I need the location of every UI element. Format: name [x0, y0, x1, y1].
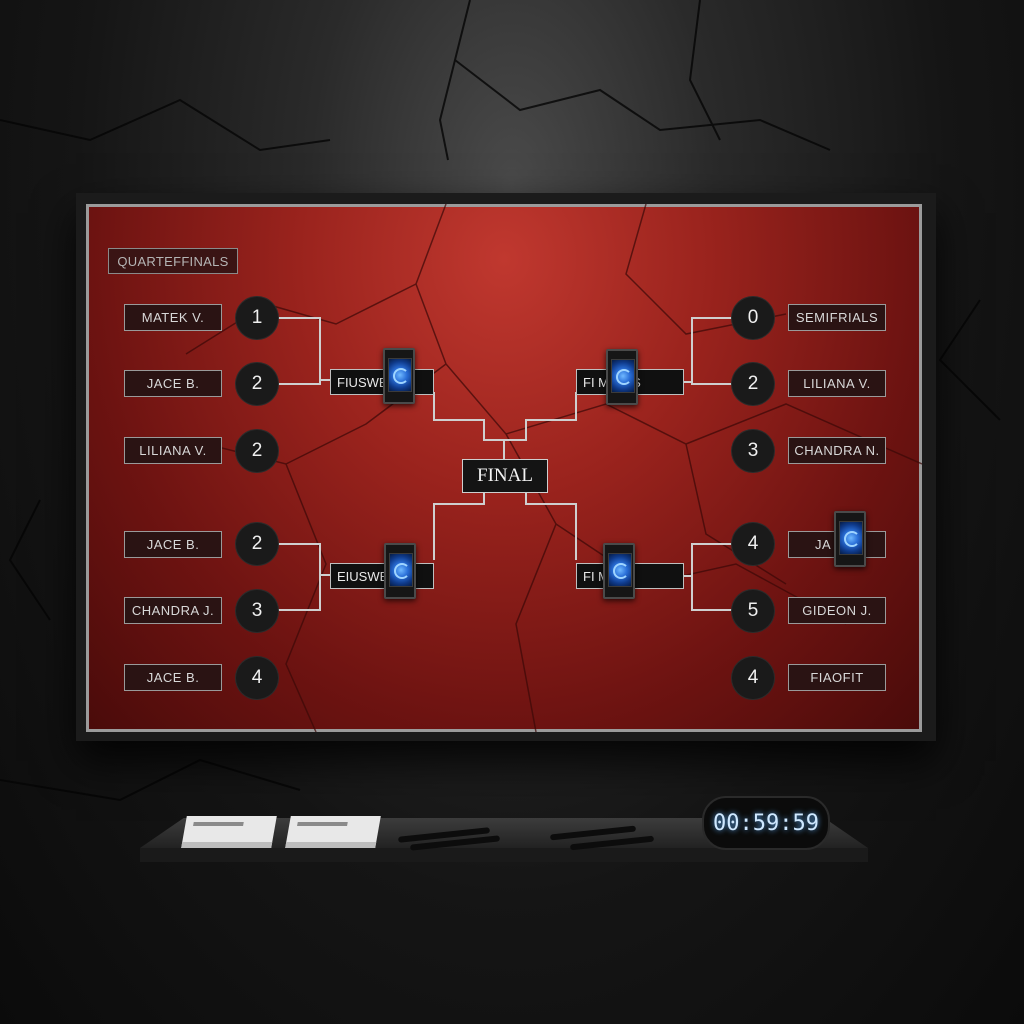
player-name[interactable]: GIDEON J.	[788, 597, 886, 624]
player-name[interactable]: FIAOFIT	[788, 664, 886, 691]
swirl-card-icon[interactable]	[603, 543, 635, 599]
seed-badge: 2	[236, 523, 278, 565]
swirl-art	[389, 553, 413, 587]
final-slot[interactable]: FINAL	[462, 459, 548, 493]
player-name[interactable]: MATEK V.	[124, 304, 222, 331]
seed-badge: 2	[732, 363, 774, 405]
shelf-edge	[140, 848, 868, 862]
round-title-semifinals: SEMIFRIALS	[788, 304, 886, 331]
seed-badge: 4	[236, 657, 278, 699]
player-name[interactable]: LILIANA V.	[788, 370, 886, 397]
seed-badge: 4	[732, 523, 774, 565]
card-stack[interactable]	[285, 816, 381, 848]
swirl-art	[611, 359, 635, 393]
seed-badge: 5	[732, 590, 774, 632]
card-stack[interactable]	[181, 816, 277, 848]
seed-badge: 4	[732, 657, 774, 699]
player-name[interactable]: JACE B.	[124, 370, 222, 397]
round-title-quarterfinals: QUARTEFFINALS	[108, 248, 238, 274]
seed-badge: 2	[236, 363, 278, 405]
swirl-art	[388, 358, 412, 392]
swirl-card-icon[interactable]	[383, 348, 415, 404]
winner-slot-left-bottom[interactable]: EIUSWE	[330, 563, 434, 589]
seed-badge: 1	[236, 297, 278, 339]
player-name[interactable]: CHANDRA N.	[788, 437, 886, 464]
swirl-art	[839, 521, 863, 555]
seed-badge: 3	[236, 590, 278, 632]
swirl-card-icon[interactable]	[834, 511, 866, 567]
swirl-card-icon[interactable]	[384, 543, 416, 599]
swirl-art	[608, 553, 632, 587]
player-name[interactable]: LILIANA V.	[124, 437, 222, 464]
player-name[interactable]: JACE B.	[124, 664, 222, 691]
seed-badge: 0	[732, 297, 774, 339]
swirl-card-icon[interactable]	[606, 349, 638, 405]
winner-slot-left-top[interactable]: FIUSWE	[330, 369, 434, 395]
seed-badge: 2	[236, 430, 278, 472]
countdown-timer: 00:59:59	[702, 796, 830, 850]
player-name[interactable]: JACE B.	[124, 531, 222, 558]
player-name[interactable]: CHANDRA J.	[124, 597, 222, 624]
seed-badge: 3	[732, 430, 774, 472]
